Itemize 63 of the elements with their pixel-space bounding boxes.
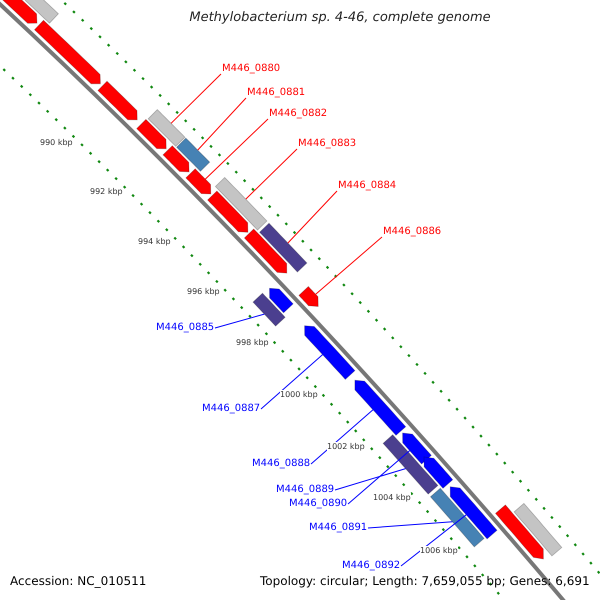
leader-line [368, 521, 453, 528]
gene-label: M446_0881 [247, 87, 306, 99]
footer-text: Topology: circular; Length: 7,659,055 bp; Genes: 6,691 [260, 574, 590, 588]
gene-bar [207, 190, 248, 233]
gene-label: M446_0891 [309, 522, 368, 534]
leader-line [287, 190, 338, 244]
gene-label: M446_0880 [222, 63, 280, 75]
leader-line [170, 74, 222, 124]
gene-bar [304, 325, 356, 380]
gene-bar [514, 502, 562, 556]
gene-bar [298, 286, 319, 307]
gene-bar [0, 0, 38, 24]
gene-label: M446_0888 [252, 458, 310, 470]
leader-line [260, 354, 324, 410]
gene-bar [136, 118, 167, 150]
leader-line [214, 314, 265, 328]
gene-bar [269, 288, 294, 314]
gene-bar [97, 80, 138, 120]
gene-bar [176, 138, 210, 172]
gene-bar [214, 176, 268, 231]
gene-bar [24, 0, 59, 24]
gene-bar [244, 228, 288, 274]
gene-bar [382, 434, 438, 495]
gene-bar [162, 145, 190, 172]
leader-line [315, 236, 382, 295]
scale-label: 990 kbp [40, 138, 73, 148]
leader-line [204, 118, 268, 180]
gene-label: M446_0887 [202, 403, 260, 415]
gene-label: M446_0882 [269, 108, 328, 120]
gene-bar [259, 222, 308, 273]
leader-line [348, 450, 410, 504]
gene-bar [148, 109, 186, 147]
gene-label: M446_0885 [156, 322, 214, 334]
gene-bar [34, 20, 101, 84]
gene-bar [450, 486, 498, 540]
gene-bar [354, 380, 406, 436]
gene-bar [185, 168, 212, 194]
scale-label: 1004 kbp [373, 493, 411, 503]
scale-label: 998 kbp [236, 338, 269, 348]
gene-label: M446_0890 [289, 498, 348, 510]
gene-label: M446_0883 [298, 138, 356, 150]
gene-label: M446_0889 [276, 484, 334, 496]
leader-line [197, 98, 246, 151]
leader-line [245, 148, 298, 200]
scale-label: 994 kbp [138, 237, 171, 247]
gene-label: M446_0892 [342, 560, 400, 572]
gene-bar [424, 456, 454, 489]
gene-bar [430, 488, 485, 548]
scale-label: 992 kbp [90, 187, 123, 197]
gene-label: M446_0884 [338, 180, 396, 192]
diagram-title: Methylobacterium sp. 4-46, complete genome [188, 10, 492, 25]
scale-label: 1002 kbp [327, 442, 365, 452]
leader-line [334, 468, 406, 490]
scale-label: 1006 kbp [420, 546, 458, 556]
gene-bar [494, 504, 544, 560]
leader-line [400, 514, 467, 566]
scale-label: 1000 kbp [280, 390, 318, 400]
footer-text: Accession: NC_010511 [10, 574, 146, 588]
gene-bar [402, 432, 432, 465]
gene-bar [252, 292, 286, 327]
leader-line [310, 409, 374, 464]
scale-label: 996 kbp [187, 287, 220, 297]
gene-label: M446_0886 [383, 226, 442, 238]
